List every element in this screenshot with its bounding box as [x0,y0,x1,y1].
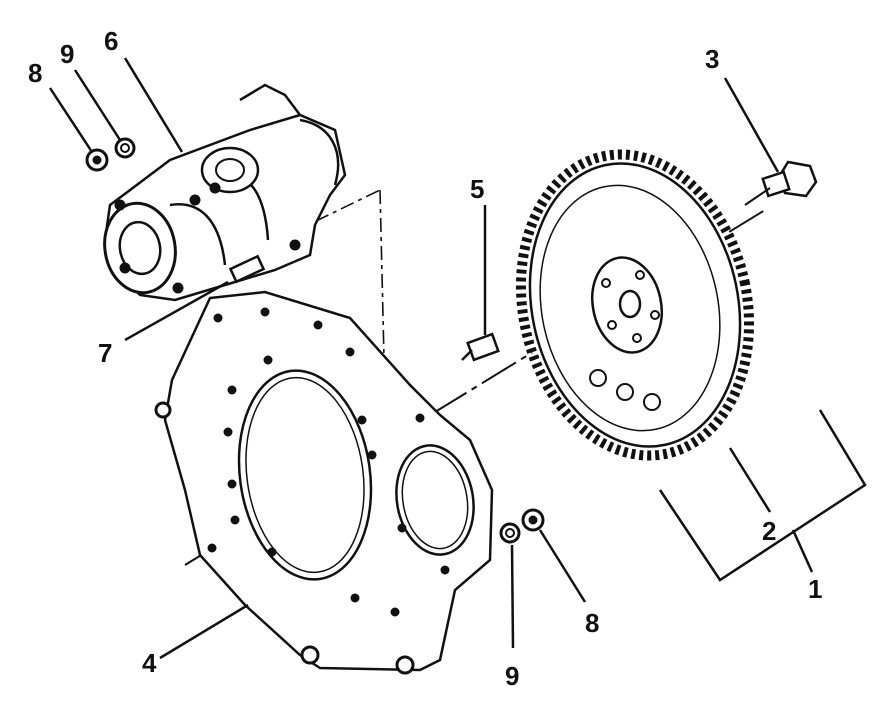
adapter-plate [154,290,494,675]
callout-9-bottom: 9 [505,661,519,691]
callout-5: 5 [470,174,484,204]
starter-motor [103,83,347,302]
callout-8-bottom: 8 [585,608,599,638]
plate-nut [521,508,545,532]
callout-1: 1 [808,574,822,604]
callout-7: 7 [98,338,112,368]
callouts: 8 9 6 3 5 7 2 1 8 4 9 [28,26,822,691]
callout-4: 4 [142,648,157,678]
center-axis [184,209,766,566]
callout-8-top: 8 [28,58,42,88]
starter-bolt [228,254,266,284]
starter-nut [85,148,109,172]
assembly-bracket [658,409,867,582]
stud [461,332,500,362]
leader-lines [48,57,780,660]
flywheel [515,149,755,461]
callout-2: 2 [762,516,776,546]
callout-6: 6 [104,26,118,56]
flywheel-bolt [744,160,818,206]
callout-9-top: 9 [60,39,74,69]
callout-3: 3 [705,44,719,74]
plate-washer [499,522,521,544]
starter-washer [114,137,136,159]
